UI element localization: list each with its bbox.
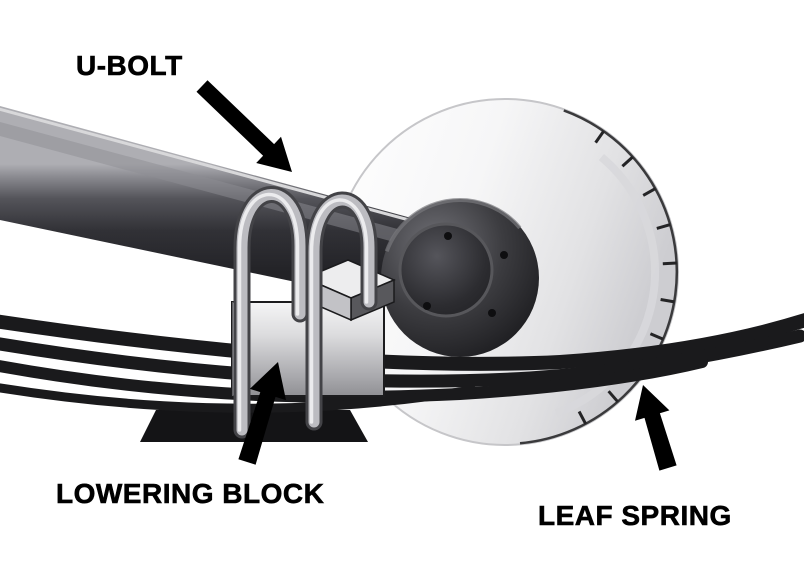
leaf-spring: [0, 313, 804, 413]
lowering-block-label: LOWERING BLOCK: [56, 478, 325, 510]
leaf-spring-label: LEAF SPRING: [538, 500, 732, 532]
leaf-spring-arrow: [635, 385, 677, 471]
u-bolt-label: U-BOLT: [76, 50, 183, 82]
lowering-block-arrow: [238, 362, 286, 465]
u-bolt-rear: [305, 191, 378, 431]
u-bolt-arrow: [196, 80, 292, 172]
hub-bolt-holes: [423, 232, 508, 317]
axle-hub: [381, 198, 539, 357]
axle-tube: [0, 106, 448, 314]
u-bolts: [233, 186, 378, 439]
callout-arrows: [196, 80, 677, 471]
u-bolt-front: [233, 186, 309, 439]
